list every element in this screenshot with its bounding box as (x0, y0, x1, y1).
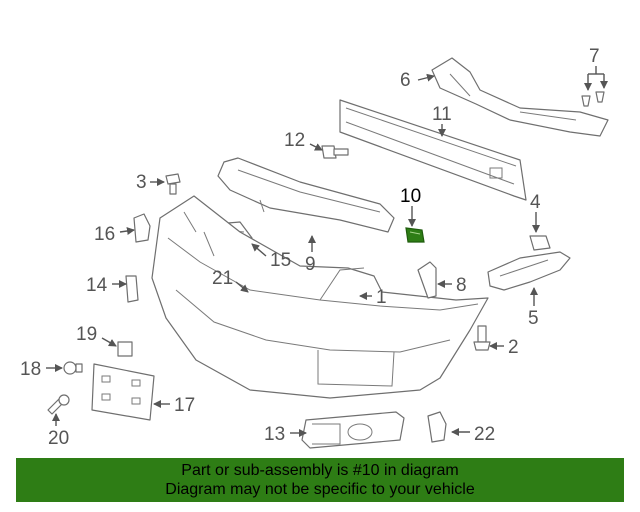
impact-bar-part (339, 99, 527, 201)
bracket-14-part (125, 275, 139, 303)
clip-19-part (117, 341, 133, 357)
callout-15: 15 (270, 250, 291, 271)
callout-labels: 6 7 11 12 3 10 4 16 15 9 14 21 8 1 5 19 … (20, 46, 600, 449)
callout-2: 2 (508, 337, 519, 358)
callout-11: 11 (432, 104, 452, 125)
bumper-cover-part (151, 195, 489, 399)
side-bracket-5-part (487, 251, 571, 291)
callout-8: 8 (456, 275, 467, 296)
callout-7: 7 (589, 46, 600, 67)
nut-4-part (529, 235, 551, 251)
rivet-20-part (47, 394, 70, 415)
callout-10: 10 (400, 186, 421, 207)
bolt-12-part (321, 145, 349, 159)
callout-14: 14 (86, 275, 108, 296)
parts-diagram: 6 7 11 12 3 10 4 16 15 9 14 21 8 1 5 19 … (20, 46, 609, 449)
callout-6: 6 (400, 70, 411, 91)
callout-17: 17 (174, 395, 195, 416)
callout-9: 9 (305, 254, 316, 275)
callout-21: 21 (212, 268, 233, 289)
bracket-16-part (133, 213, 151, 243)
upper-absorber-part (217, 157, 395, 233)
screw-18-part (63, 361, 83, 375)
callout-5: 5 (528, 308, 539, 329)
banner-line-part-number: Part or sub-assembly is #10 in diagram (181, 462, 459, 479)
upper-tie-bar-part (431, 57, 609, 137)
info-banner: Part or sub-assembly is #10 in diagram D… (16, 458, 624, 502)
callout-12: 12 (284, 130, 305, 151)
callout-19: 19 (76, 324, 97, 345)
leader-lines (46, 66, 608, 437)
bracket-10-part (405, 227, 425, 243)
callout-13: 13 (264, 424, 285, 445)
callout-20: 20 (48, 428, 69, 449)
clips-part (581, 91, 605, 107)
callout-1: 1 (376, 287, 387, 308)
bolt-3-part (165, 173, 181, 195)
bracket-22-part (427, 411, 447, 443)
bracket-8-part (417, 261, 437, 299)
license-bracket-17-part (91, 363, 155, 421)
callout-18: 18 (20, 359, 41, 380)
callout-16: 16 (94, 224, 115, 245)
fog-grille-13-part (301, 411, 405, 449)
callout-4: 4 (530, 192, 541, 213)
callout-22: 22 (474, 424, 495, 445)
callout-3: 3 (136, 172, 147, 193)
banner-line-disclaimer: Diagram may not be specific to your vehi… (165, 481, 475, 498)
bolt-2-part (473, 325, 491, 351)
